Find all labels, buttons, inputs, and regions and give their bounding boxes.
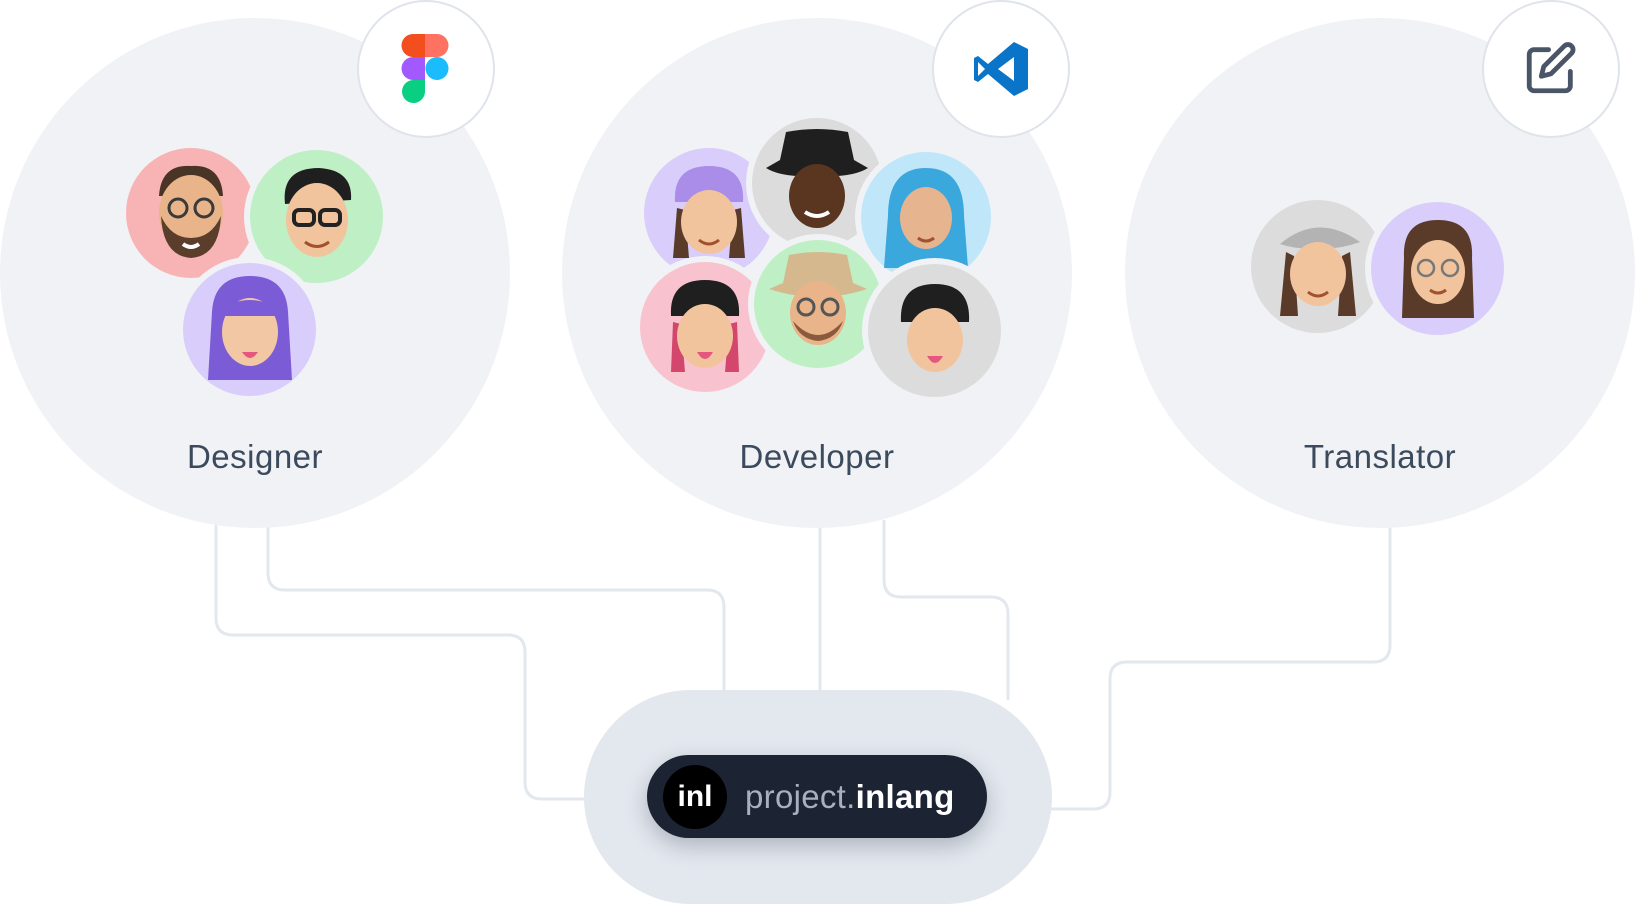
- avatar: [1371, 202, 1504, 335]
- avatar: [868, 264, 1001, 397]
- connector-designer-inner: [266, 520, 726, 690]
- memoji-straw-hat: [769, 252, 867, 345]
- avatar: [183, 263, 316, 396]
- connector-translator: [1050, 520, 1392, 811]
- editor-badge: [1482, 0, 1620, 138]
- memoji-hijab: [884, 168, 968, 268]
- role-designer: Designer: [0, 18, 510, 528]
- avatar: [752, 118, 882, 248]
- connector-developer-right: [882, 520, 1010, 700]
- file-name-suffix: inlang: [855, 777, 955, 815]
- memoji-beanie-tongue: [670, 280, 740, 372]
- avatar: [1251, 200, 1384, 333]
- role-translator: Translator: [1125, 18, 1635, 528]
- avatar: [250, 150, 383, 283]
- connector-designer-outer: [214, 520, 590, 801]
- figma-badge: [357, 0, 495, 138]
- role-label-translator: Translator: [1303, 438, 1457, 475]
- avatar: [640, 262, 770, 392]
- edit-icon: [1526, 42, 1576, 94]
- memoji-round-glasses: [1401, 219, 1474, 318]
- vscode-icon: [974, 42, 1028, 96]
- figma-icon: [401, 34, 449, 103]
- memoji-beanie-wink: [673, 166, 745, 258]
- role-label-designer: Designer: [186, 438, 324, 475]
- memoji-purple-hair: [207, 276, 292, 380]
- inlang-logo: inl: [663, 764, 727, 829]
- memoji-bearded-glasses: [159, 165, 223, 258]
- memoji-beret: [1279, 226, 1360, 316]
- project-file-name: project.inlang: [745, 778, 955, 816]
- memoji-glasses: [284, 167, 351, 257]
- avatar: [126, 148, 256, 278]
- avatar: [754, 240, 882, 368]
- vscode-badge: [932, 0, 1070, 138]
- role-label-developer: Developer: [739, 438, 895, 475]
- project-file-pill[interactable]: inl project.inlang: [647, 755, 987, 838]
- file-name-prefix: project.: [745, 777, 856, 815]
- memoji-cowboy-hat: [766, 129, 868, 228]
- memoji-beanie-boy: [900, 283, 969, 372]
- avatar: [861, 152, 991, 282]
